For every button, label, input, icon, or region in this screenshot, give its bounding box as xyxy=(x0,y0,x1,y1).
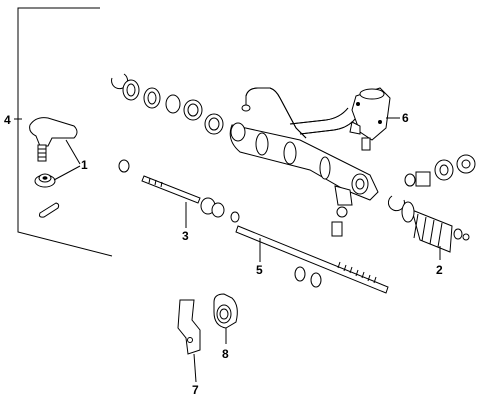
rack-housing-part xyxy=(229,122,379,206)
callout-7-leader xyxy=(193,353,197,383)
rack-part xyxy=(235,225,389,294)
callout-3: 3 xyxy=(182,229,189,243)
callout-1: 1 xyxy=(81,158,88,172)
cotter-pin-part xyxy=(39,202,60,218)
bellows-boot-part xyxy=(401,201,470,253)
seal-ring-row xyxy=(111,73,224,135)
rack-seals xyxy=(294,266,322,288)
castle-nut-part xyxy=(34,173,56,188)
callout-7: 7 xyxy=(192,383,199,397)
control-valve-part xyxy=(349,87,391,151)
callout-4: 4 xyxy=(4,113,11,127)
inner-tie-rod-nut xyxy=(118,159,130,173)
hydraulic-lines-part xyxy=(241,87,357,139)
tie-rod-end-group-bracket xyxy=(14,7,113,257)
callout-2: 2 xyxy=(436,263,443,277)
callout-1-leaders xyxy=(53,139,81,181)
callout-6: 6 xyxy=(402,111,409,125)
callout-8: 8 xyxy=(222,347,229,361)
mount-grommet-part xyxy=(213,293,238,329)
tie-rod-end-part xyxy=(29,117,78,162)
callout-5: 5 xyxy=(256,263,263,277)
right-small-parts xyxy=(404,154,476,187)
mounting-bracket-part xyxy=(177,299,201,355)
inner-tie-rod-part xyxy=(141,175,240,223)
